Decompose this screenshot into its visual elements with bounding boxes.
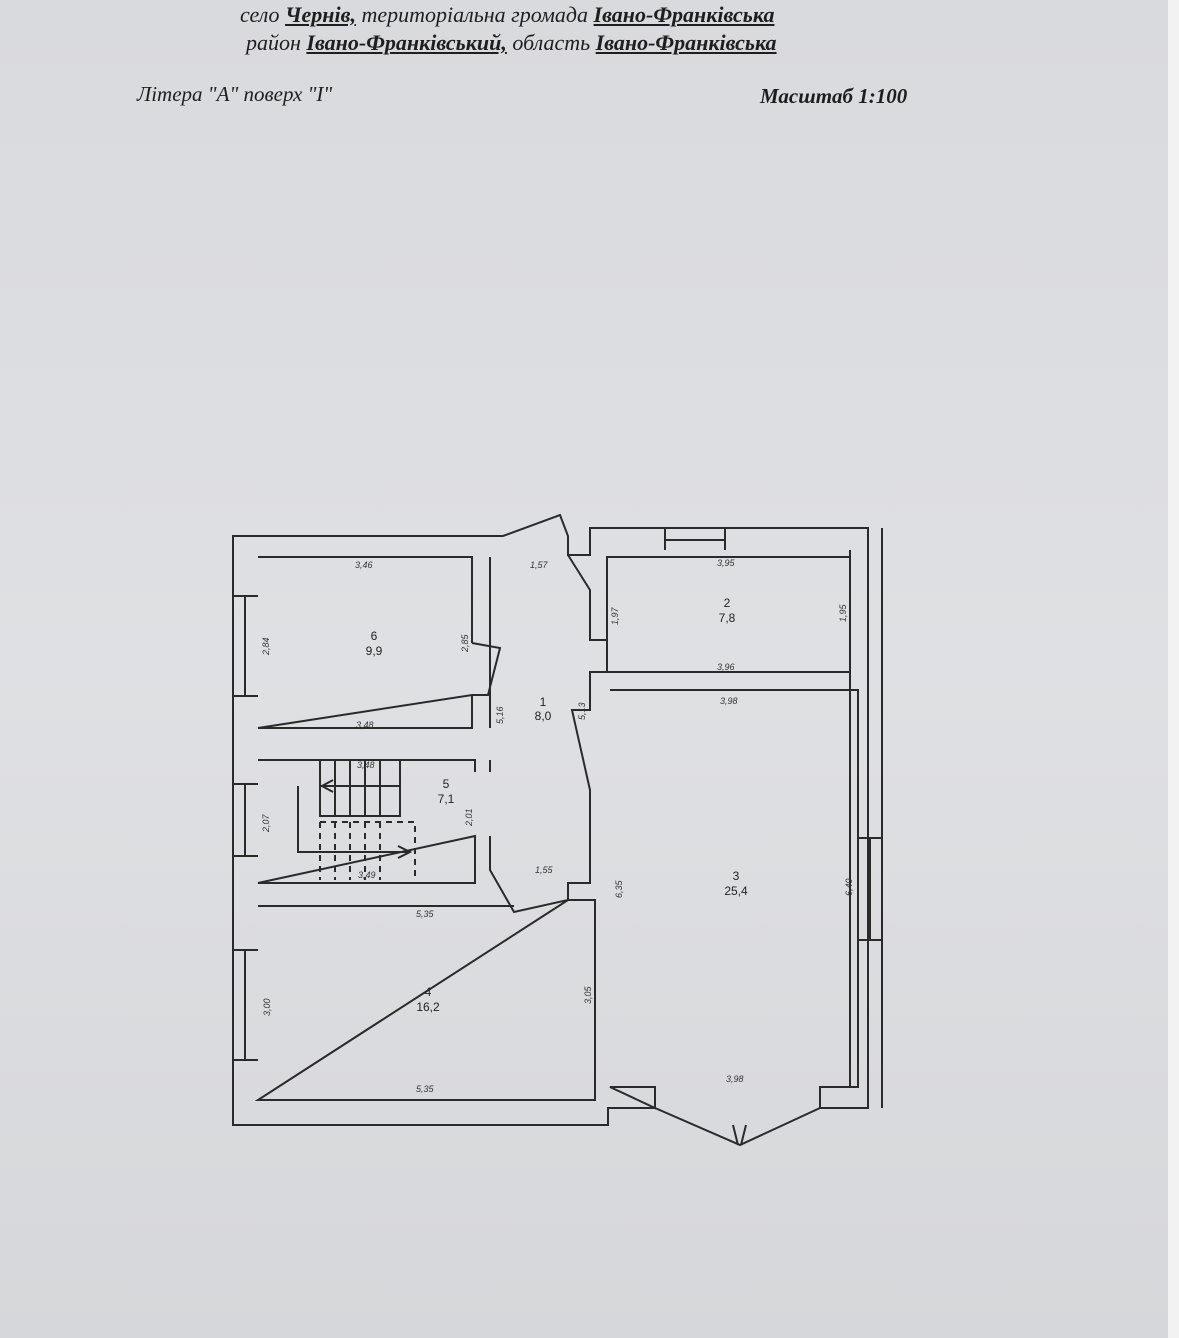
room-1-dim: 5,16 <box>495 706 505 724</box>
room-6-area: 9,9 <box>366 644 383 658</box>
room-2-number: 2 <box>724 596 731 610</box>
district-value: Івано-Франківський, <box>306 30 507 55</box>
room-2-dim: 1,95 <box>838 603 848 622</box>
room-4-number: 4 <box>425 985 432 999</box>
window-left-2 <box>233 783 258 857</box>
region-value: Івано-Франківська <box>595 30 777 55</box>
room-2-dim: 1,97 <box>610 606 620 625</box>
scale-label: Масштаб 1:100 <box>760 84 908 108</box>
window-left-3 <box>233 949 258 1061</box>
room-3-dim: 6,35 <box>614 879 624 898</box>
room-4-dim: 3,00 <box>262 998 272 1016</box>
room-1-dim: 1,57 <box>530 560 549 570</box>
room-3-walls <box>609 689 859 1110</box>
room-5-area: 7,1 <box>438 792 455 806</box>
room-1-number: 1 <box>540 695 547 709</box>
room-5-walls <box>257 759 476 884</box>
room-3-number: 3 <box>733 869 740 883</box>
label-region: область <box>506 30 596 55</box>
room-2-dim: 3,96 <box>717 662 735 672</box>
room-1-dim: 5,13 <box>577 702 587 720</box>
room-5-dim: 3,48 <box>357 760 375 770</box>
community-value: Івано-Франківська <box>593 2 775 27</box>
room-3-dim: 6,40 <box>844 878 854 896</box>
bay-door <box>732 1124 747 1146</box>
room-4-dim: 3,05 <box>583 985 593 1004</box>
room-6-walls <box>257 556 473 729</box>
room-2-dim: 3,95 <box>717 558 736 568</box>
label-village: село <box>240 2 286 27</box>
outer-wall-inner-line <box>849 528 883 1108</box>
room-6-door <box>471 642 502 696</box>
outer-wall <box>232 513 869 1147</box>
room-3-area: 25,4 <box>724 884 748 898</box>
label-community: територіальна громада <box>355 2 594 27</box>
village-value: Чернів, <box>285 2 356 27</box>
room-4-walls <box>254 899 596 1101</box>
room-5-dim: 2,01 <box>464 808 474 827</box>
room-3-dim: 3,98 <box>720 696 738 706</box>
window-right <box>858 837 882 941</box>
room-6-dim: 3,46 <box>355 560 373 570</box>
room-5-number: 5 <box>443 777 450 791</box>
room-6-dim: 3,48 <box>356 720 374 730</box>
room-4-dim: 5,35 <box>416 909 435 919</box>
room-2-walls <box>606 556 851 673</box>
room-6-dim: 2,84 <box>261 637 271 656</box>
room-6-dim: 2,85 <box>460 633 470 653</box>
room-5-dim: 3,49 <box>358 870 376 880</box>
address-line-1: село Чернів, територіальна громада Івано… <box>240 2 774 28</box>
address-line-2: район Івано-Франківський, область Івано-… <box>246 30 777 56</box>
room-2-area: 7,8 <box>719 611 736 625</box>
room-6-number: 6 <box>371 629 378 643</box>
page-edge <box>1168 0 1179 1338</box>
building-letter-floor: Літера "А" поверх "І" <box>137 82 333 106</box>
room-1-walls <box>489 554 607 914</box>
room-1-dim: 1,55 <box>535 865 554 875</box>
room-3-dim: 3,98 <box>726 1074 744 1084</box>
room-1-area: 8,0 <box>535 709 552 723</box>
room-4-area: 16,2 <box>416 1000 440 1014</box>
room-5-dim: 2,07 <box>261 813 271 833</box>
window-top <box>664 528 726 550</box>
room-4-dim: 5,35 <box>416 1084 435 1094</box>
label-district: район <box>246 30 307 55</box>
staircase <box>297 760 416 880</box>
window-left-1 <box>233 595 258 697</box>
